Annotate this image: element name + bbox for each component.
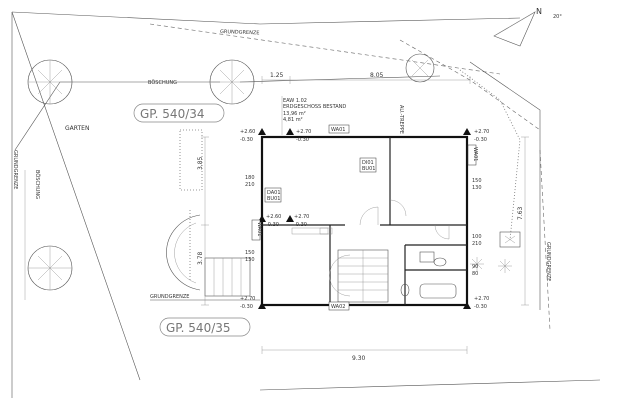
- label-grundgrenze-top: GRUNDGRENZE: [220, 29, 260, 36]
- svg-text:-0.30: -0.30: [474, 304, 487, 310]
- bench-icon: [499, 231, 521, 248]
- tree-topright-icon: [405, 53, 435, 83]
- svg-text:130: 130: [245, 257, 255, 263]
- dim-top-large: 8.05: [370, 72, 384, 79]
- parcel-bottom: GP. 540/35: [159, 317, 251, 337]
- label-stairs-side: AU.-TREPPE: [398, 105, 404, 134]
- room-name: ERDGESCHOSS BESTAND: [283, 104, 346, 110]
- washbasin-icon: [433, 257, 447, 267]
- level-markers: +2.60 -0.30 +2.70 -0.30 +2.70 -0.30 +2.6…: [240, 129, 489, 310]
- opening-sizes: 180 210 150 130 150 130 100 210 90 80: [245, 175, 482, 277]
- svg-text:210: 210: [245, 182, 255, 188]
- svg-text:-0.30: -0.30: [240, 304, 253, 310]
- dim-left-upper: 3.85: [197, 156, 204, 170]
- tag-bu01-left: BU01: [267, 196, 280, 202]
- label-grundgrenze-right: GRUNDGRENZE: [545, 242, 551, 281]
- interior-stairs: [329, 249, 389, 303]
- svg-text:80: 80: [472, 271, 478, 277]
- svg-text:+2.60: +2.60: [266, 214, 281, 220]
- svg-text:+2.70: +2.70: [474, 296, 489, 302]
- plants: [470, 231, 521, 273]
- tree-topcenter-icon: [209, 59, 255, 105]
- tree-topleft-icon: [27, 59, 73, 105]
- tag-wa01-left: WA01: [256, 222, 262, 236]
- parcel-top: GP. 540/34: [133, 103, 225, 123]
- tag-wa02: WA02: [331, 304, 345, 310]
- room-height: 4,81 m²: [283, 117, 303, 123]
- north-arrow-icon: [493, 11, 536, 47]
- svg-text:-0.30: -0.30: [296, 137, 309, 143]
- dim-right: 7.63: [517, 206, 524, 220]
- plant-icon: [498, 259, 512, 273]
- exterior-stairs: [204, 257, 251, 297]
- sink-icon: [419, 251, 435, 263]
- kitchen-counter: [291, 227, 333, 235]
- dim-bottom: 9.30: [352, 355, 366, 362]
- svg-text:GP. 540/35: GP. 540/35: [166, 321, 231, 335]
- dim-top-small: 1.25: [270, 72, 284, 79]
- svg-text:-0.30: -0.30: [474, 137, 487, 143]
- label-garten: GARTEN: [65, 125, 89, 132]
- svg-text:180: 180: [245, 175, 255, 181]
- svg-text:+2.70: +2.70: [240, 296, 255, 302]
- label-boeschung-left: BÖSCHUNG: [34, 170, 41, 199]
- svg-text:150: 150: [472, 178, 482, 184]
- north-label: N: [536, 7, 542, 16]
- svg-text:90: 90: [472, 264, 478, 270]
- site-outline: [11, 11, 601, 398]
- label-boeschung-top: BÖSCHUNG: [148, 79, 177, 86]
- tag-da01: DA01: [267, 190, 281, 196]
- terrace: [166, 214, 201, 291]
- room-label: EAW 1.02 ERDGESCHOSS BESTAND 13,96 m² 4,…: [283, 98, 346, 123]
- tag-wa01-top: WA01: [331, 127, 345, 133]
- label-grundgrenze-bottom: GRUNDGRENZE: [150, 294, 189, 300]
- svg-text:-0.30: -0.30: [294, 222, 307, 228]
- svg-text:GP. 540/34: GP. 540/34: [140, 107, 205, 121]
- svg-text:+2.70: +2.70: [296, 129, 311, 135]
- svg-text:+2.70: +2.70: [474, 129, 489, 135]
- svg-text:150: 150: [245, 250, 255, 256]
- bathroom-fixtures: [400, 251, 457, 299]
- element-tags: WA01 WA01 WA01 WA02 DI01 BU01 DA01 BU01: [251, 124, 478, 311]
- room-code: EAW 1.02: [283, 98, 307, 104]
- svg-text:-0.30: -0.30: [266, 222, 279, 228]
- tag-di01: DI01: [362, 160, 374, 166]
- tag-bu01-center: BU01: [362, 166, 375, 172]
- plant-icon-2: [470, 257, 484, 271]
- tree-left-icon: [27, 245, 73, 291]
- dimension-texts: 1.25 8.05 3.85 3.78 7.63 9.30: [197, 72, 524, 362]
- svg-text:100: 100: [472, 234, 482, 240]
- north-arrow: N 20°: [493, 7, 562, 47]
- corner-markers: [258, 128, 471, 309]
- svg-text:130: 130: [472, 185, 482, 191]
- room-area: 13,96 m²: [283, 111, 306, 117]
- toilet-icon: [400, 283, 410, 297]
- svg-text:-0.30: -0.30: [240, 137, 253, 143]
- trees: [27, 53, 435, 291]
- svg-text:210: 210: [472, 241, 482, 247]
- tag-wa01-right: WA01: [472, 147, 478, 161]
- svg-text:+2.60: +2.60: [240, 129, 255, 135]
- bathtub-icon: [419, 283, 457, 299]
- north-angle: 20°: [553, 14, 562, 20]
- dim-left-lower: 3.78: [197, 251, 204, 265]
- hedges: [179, 69, 521, 280]
- svg-text:+2.70: +2.70: [294, 214, 309, 220]
- dimension-lines: [201, 76, 529, 354]
- label-grundgrenze-left: GRUNDGRENZE: [12, 150, 18, 189]
